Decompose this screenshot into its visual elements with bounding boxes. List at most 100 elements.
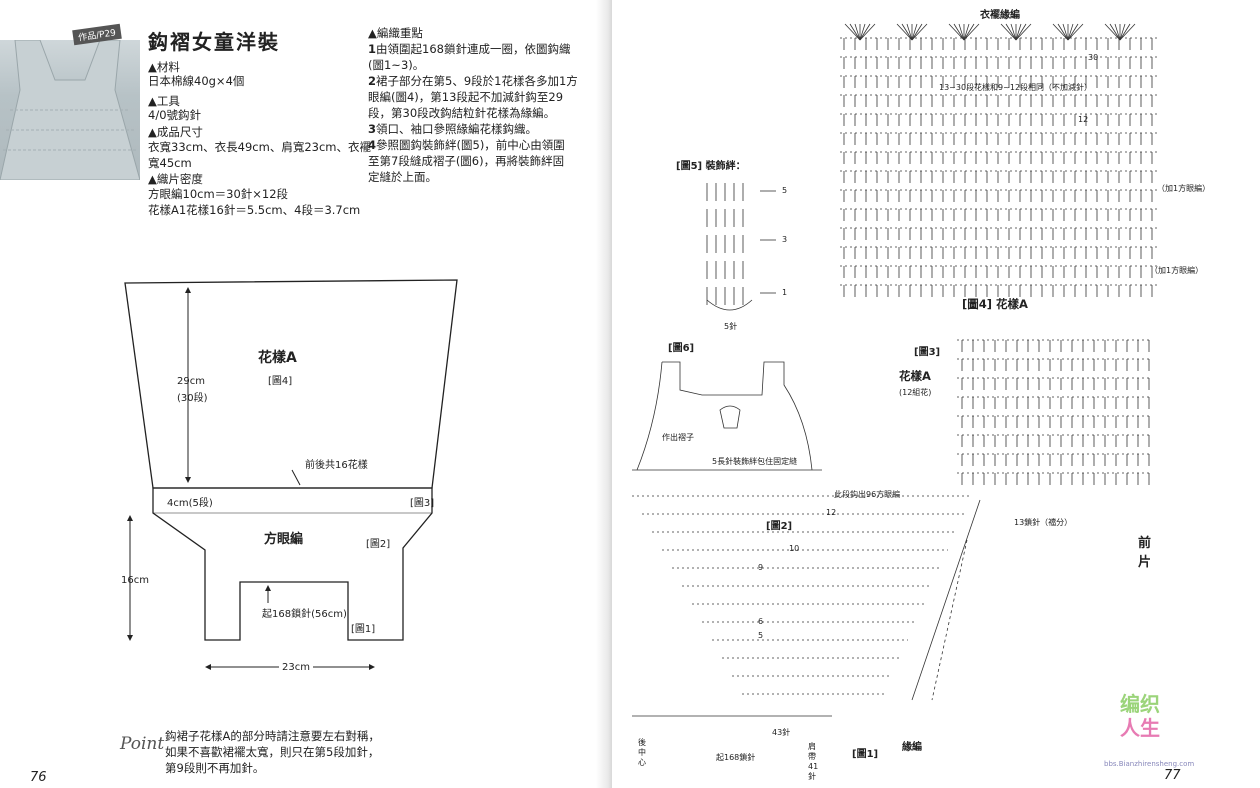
- edging-label: 緣編: [902, 742, 922, 753]
- chart-stroke: [1010, 23, 1017, 41]
- chart-stroke: [1067, 23, 1079, 41]
- chart-stroke: [636, 361, 813, 471]
- gauge-line-1: 方眼編10cm＝30針×12段: [148, 187, 289, 201]
- chart-stroke: [1015, 23, 1027, 41]
- rows-note: 13~30段花樣和9~12段相同（不加減針）: [939, 83, 1093, 92]
- chart-stroke: [911, 23, 918, 41]
- fig1-ref: [圖1]: [351, 624, 376, 635]
- point-word: Point: [120, 734, 165, 754]
- tie-row-3: 3: [782, 235, 788, 244]
- tools-head: ▲工具: [148, 94, 180, 108]
- chart-stroke: [948, 23, 965, 41]
- page-number-left: 76: [30, 770, 47, 785]
- hem-edging-title: 衣襬緣編: [980, 10, 1020, 21]
- row-12: 12: [1078, 115, 1089, 124]
- twelve-groups: (12組花): [899, 388, 932, 397]
- size-head: ▲成品尺寸: [148, 125, 203, 139]
- row-9: 9: [758, 563, 764, 572]
- total-16-repeats: 前後共16花樣: [305, 460, 368, 471]
- mesh-label: 方眼編: [264, 532, 304, 547]
- row-5: 5: [758, 631, 764, 640]
- point-4c: 定縫於上面。: [368, 170, 437, 184]
- back-center: 後中心: [638, 738, 646, 767]
- chart-stroke: [1057, 23, 1069, 41]
- plus-one-mesh-1: （加1方眼編）: [1157, 184, 1211, 193]
- fig3-ref: [圖3]: [410, 498, 435, 509]
- right-page: 衣襬緣編 13~30段花樣和9~12段相同（不加減針） 30 12 （加1方眼編…: [612, 0, 1260, 788]
- start-168: 起168鎖針(56cm): [262, 609, 347, 620]
- chart-stroke: [1015, 23, 1022, 41]
- watermark-2: 人生: [1120, 716, 1160, 740]
- chart-stroke: [958, 23, 965, 41]
- make-pleat: 作出褶子: [662, 433, 694, 442]
- width-23: 23cm: [279, 662, 313, 673]
- pattern-a-label: 花樣A: [258, 350, 297, 366]
- left-page: 作品/P29 鈎褶女童洋裝 ▲材料 日本棉線40g×4個 ▲工具 4/0號鈎針 …: [0, 0, 610, 788]
- chart-stroke: [901, 23, 913, 41]
- fig1-label: [圖1]: [852, 749, 879, 760]
- chart-stroke: [1062, 23, 1069, 41]
- chart-stroke: [931, 539, 968, 701]
- chart-stroke: [1119, 23, 1136, 41]
- chart-stroke: [963, 23, 970, 41]
- fig2-ref: [圖2]: [366, 539, 391, 550]
- chart-stroke: [1067, 23, 1084, 41]
- chart-stroke: [719, 405, 741, 429]
- point-3: 3領口、袖口參照緣編花樣鈎織。: [368, 122, 538, 136]
- pattern-a: 花樣A: [899, 369, 931, 383]
- row-10: 10: [789, 544, 800, 553]
- points-head: ▲編織重點: [368, 26, 423, 40]
- start-168-chain: 起168鎖針: [716, 753, 756, 762]
- point-line-2: 如果不喜歡裙襬太寬，則只在第5段加針，: [165, 745, 380, 759]
- row-96-mesh: 此段鈎出96方眼編: [834, 490, 901, 499]
- chart-stroke: [1067, 23, 1074, 41]
- chart-stroke: [963, 23, 980, 41]
- plus-one-mesh-2: （加1方眼編）: [1150, 266, 1204, 275]
- tie-5-stitches: 5針: [724, 322, 738, 331]
- chart-stroke: [1052, 23, 1069, 41]
- chart-stroke: [911, 499, 981, 701]
- chart-stroke: [1005, 23, 1017, 41]
- point-2a: 2裙子部分在第5、9段於1花樣各多加1方: [368, 74, 578, 88]
- chart-stroke: [859, 23, 876, 41]
- chart-stroke: [854, 23, 861, 41]
- fig5-label: [圖5] 裝飾絆：: [676, 161, 746, 172]
- rows-30: (30段): [177, 393, 208, 404]
- chart-stroke: [1119, 23, 1131, 41]
- fig2-label: [圖2]: [766, 521, 793, 532]
- point-1a: 1由領圍起168鎖針連成一圈，依圖鈎織: [368, 42, 571, 56]
- tools: 4/0號鈎針: [148, 108, 202, 122]
- tie-row-5: 5: [782, 186, 788, 195]
- fig6-label: [圖6]: [668, 343, 695, 354]
- fig3-label: [圖3]: [914, 347, 941, 358]
- materials-head: ▲材料: [148, 60, 180, 74]
- chart-stroke: [1119, 23, 1126, 41]
- chart-stroke: [849, 23, 861, 41]
- watermark-1: 编织: [1120, 692, 1160, 716]
- title: 鈎褶女童洋裝: [148, 30, 280, 54]
- cm4-rows5: 4cm(5段): [167, 498, 213, 509]
- tie-sew-note: 5長針裝飾絆包住固定縫: [712, 457, 798, 466]
- chart-stroke: [911, 23, 923, 41]
- point-1b: (圖1~3)。: [368, 58, 425, 72]
- chart-stroke: [1109, 23, 1121, 41]
- chart-stroke: [859, 23, 871, 41]
- front-2: 片: [1138, 555, 1152, 570]
- point-4a: 4參照圖鈎裝飾絆(圖5)，前中心由領圍: [368, 138, 565, 152]
- chart-stroke: [859, 23, 866, 41]
- size-line-1: 衣寬33cm、衣長49cm、肩寬23cm、衣襬: [148, 140, 371, 154]
- point-line-3: 第9段則不再加針。: [165, 761, 265, 775]
- chart-stroke: [706, 299, 753, 311]
- chart-stroke: [963, 23, 975, 41]
- height-16: 16cm: [121, 575, 149, 586]
- materials: 日本棉線40g×4個: [148, 74, 245, 88]
- dress-photo: [0, 39, 141, 181]
- strap-41: 肩帶41針: [808, 742, 819, 781]
- point-2b: 眼編(圖4)，第13段起不加減針鈎至29: [368, 90, 564, 104]
- watermark-url: bbs.Bianzhirensheng.com: [1104, 760, 1195, 768]
- height-29: 29cm: [177, 376, 205, 387]
- point-line-1: 鈎裙子花樣A的部分時請注意要左右對稱，: [165, 729, 380, 743]
- dress-schematic: [124, 279, 458, 670]
- point-2c: 段，第30段改鈎結粒針花樣為緣編。: [368, 106, 556, 120]
- chart-stroke: [1114, 23, 1121, 41]
